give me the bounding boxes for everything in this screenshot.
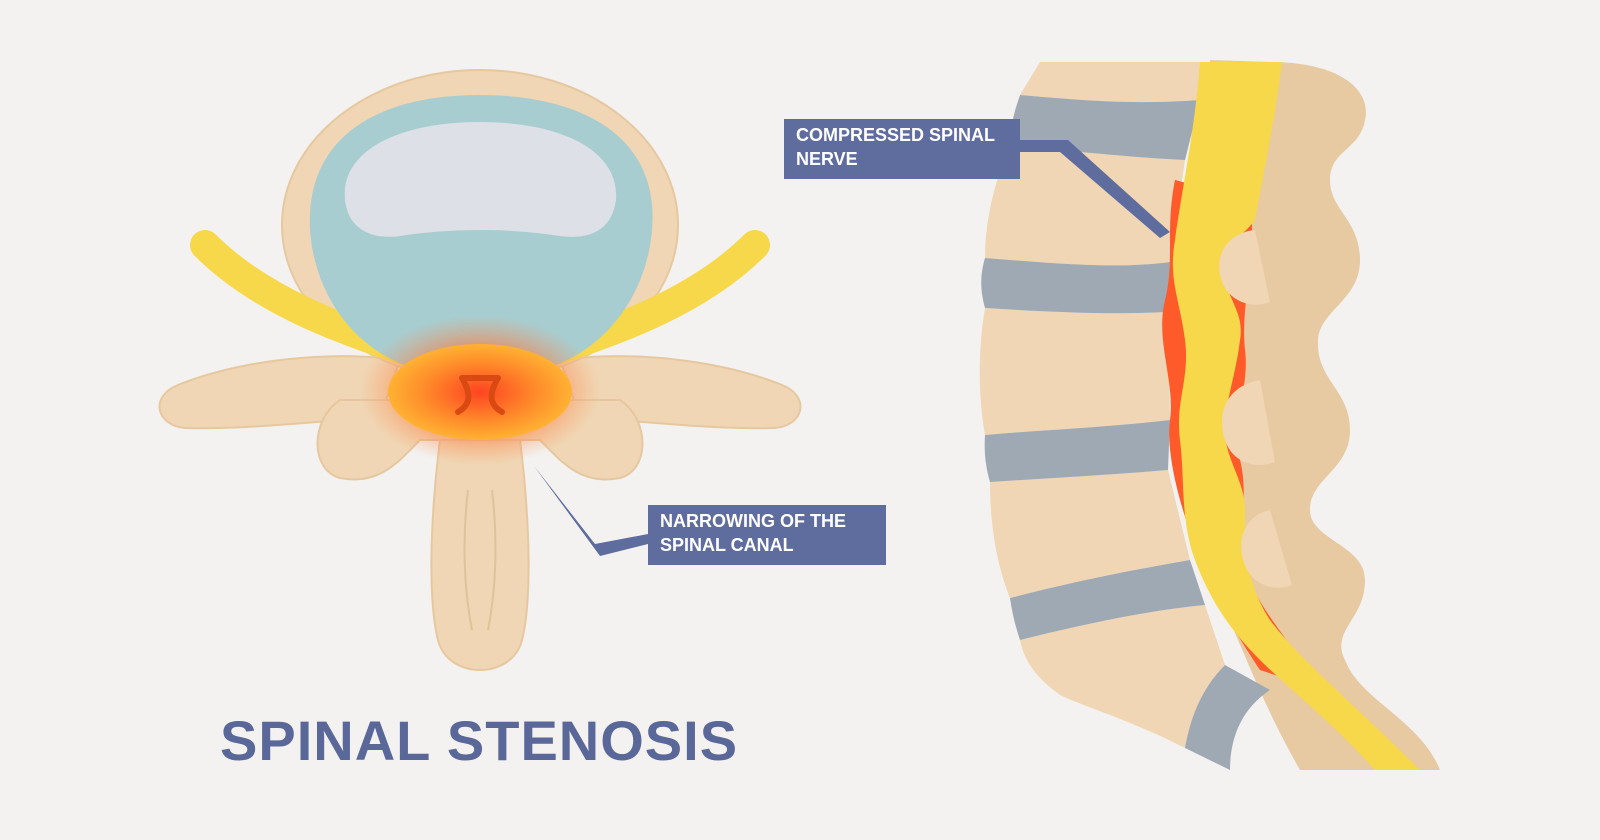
- bone-spur-2: [1221, 380, 1275, 466]
- lumbar-spine-side-view: [979, 60, 1440, 770]
- bone-spur-1: [1219, 230, 1270, 305]
- disc-4: [1010, 560, 1205, 640]
- compressed-spinal-canal: [388, 344, 572, 440]
- compressed-nerve-callout-line2: NERVE: [796, 149, 858, 169]
- vertebral-body-5: [1020, 605, 1225, 748]
- vertebral-body-4: [990, 470, 1190, 598]
- posterior-bone-column: [1210, 60, 1440, 770]
- narrowing-canal-callout: NARROWING OF THE SPINAL CANAL: [648, 505, 886, 565]
- vertebral-body-3: [979, 308, 1170, 435]
- canal-callout-pointer: [534, 466, 648, 556]
- vertebral-body-2: [985, 145, 1185, 266]
- narrowing-canal-callout-line1: NARROWING OF THE: [660, 511, 846, 531]
- vertebra-cross-section: [158, 69, 802, 671]
- vertebral-body-1: [1020, 62, 1210, 103]
- compressed-nerve-callout-line1: COMPRESSED SPINAL: [796, 125, 996, 145]
- spinous-process: [430, 439, 530, 671]
- disc-nucleus: [344, 122, 617, 237]
- nerve-callout-pointer: [1020, 140, 1170, 238]
- disc-5: [1185, 665, 1270, 770]
- compressed-nerve-callout: COMPRESSED SPINAL NERVE: [784, 119, 1020, 179]
- bone-spur-3: [1241, 510, 1292, 588]
- diagram-title: SPINAL STENOSIS: [220, 709, 739, 772]
- disc-2: [981, 258, 1170, 314]
- narrowing-canal-callout-line2: SPINAL CANAL: [660, 535, 794, 555]
- disc-3: [984, 420, 1170, 482]
